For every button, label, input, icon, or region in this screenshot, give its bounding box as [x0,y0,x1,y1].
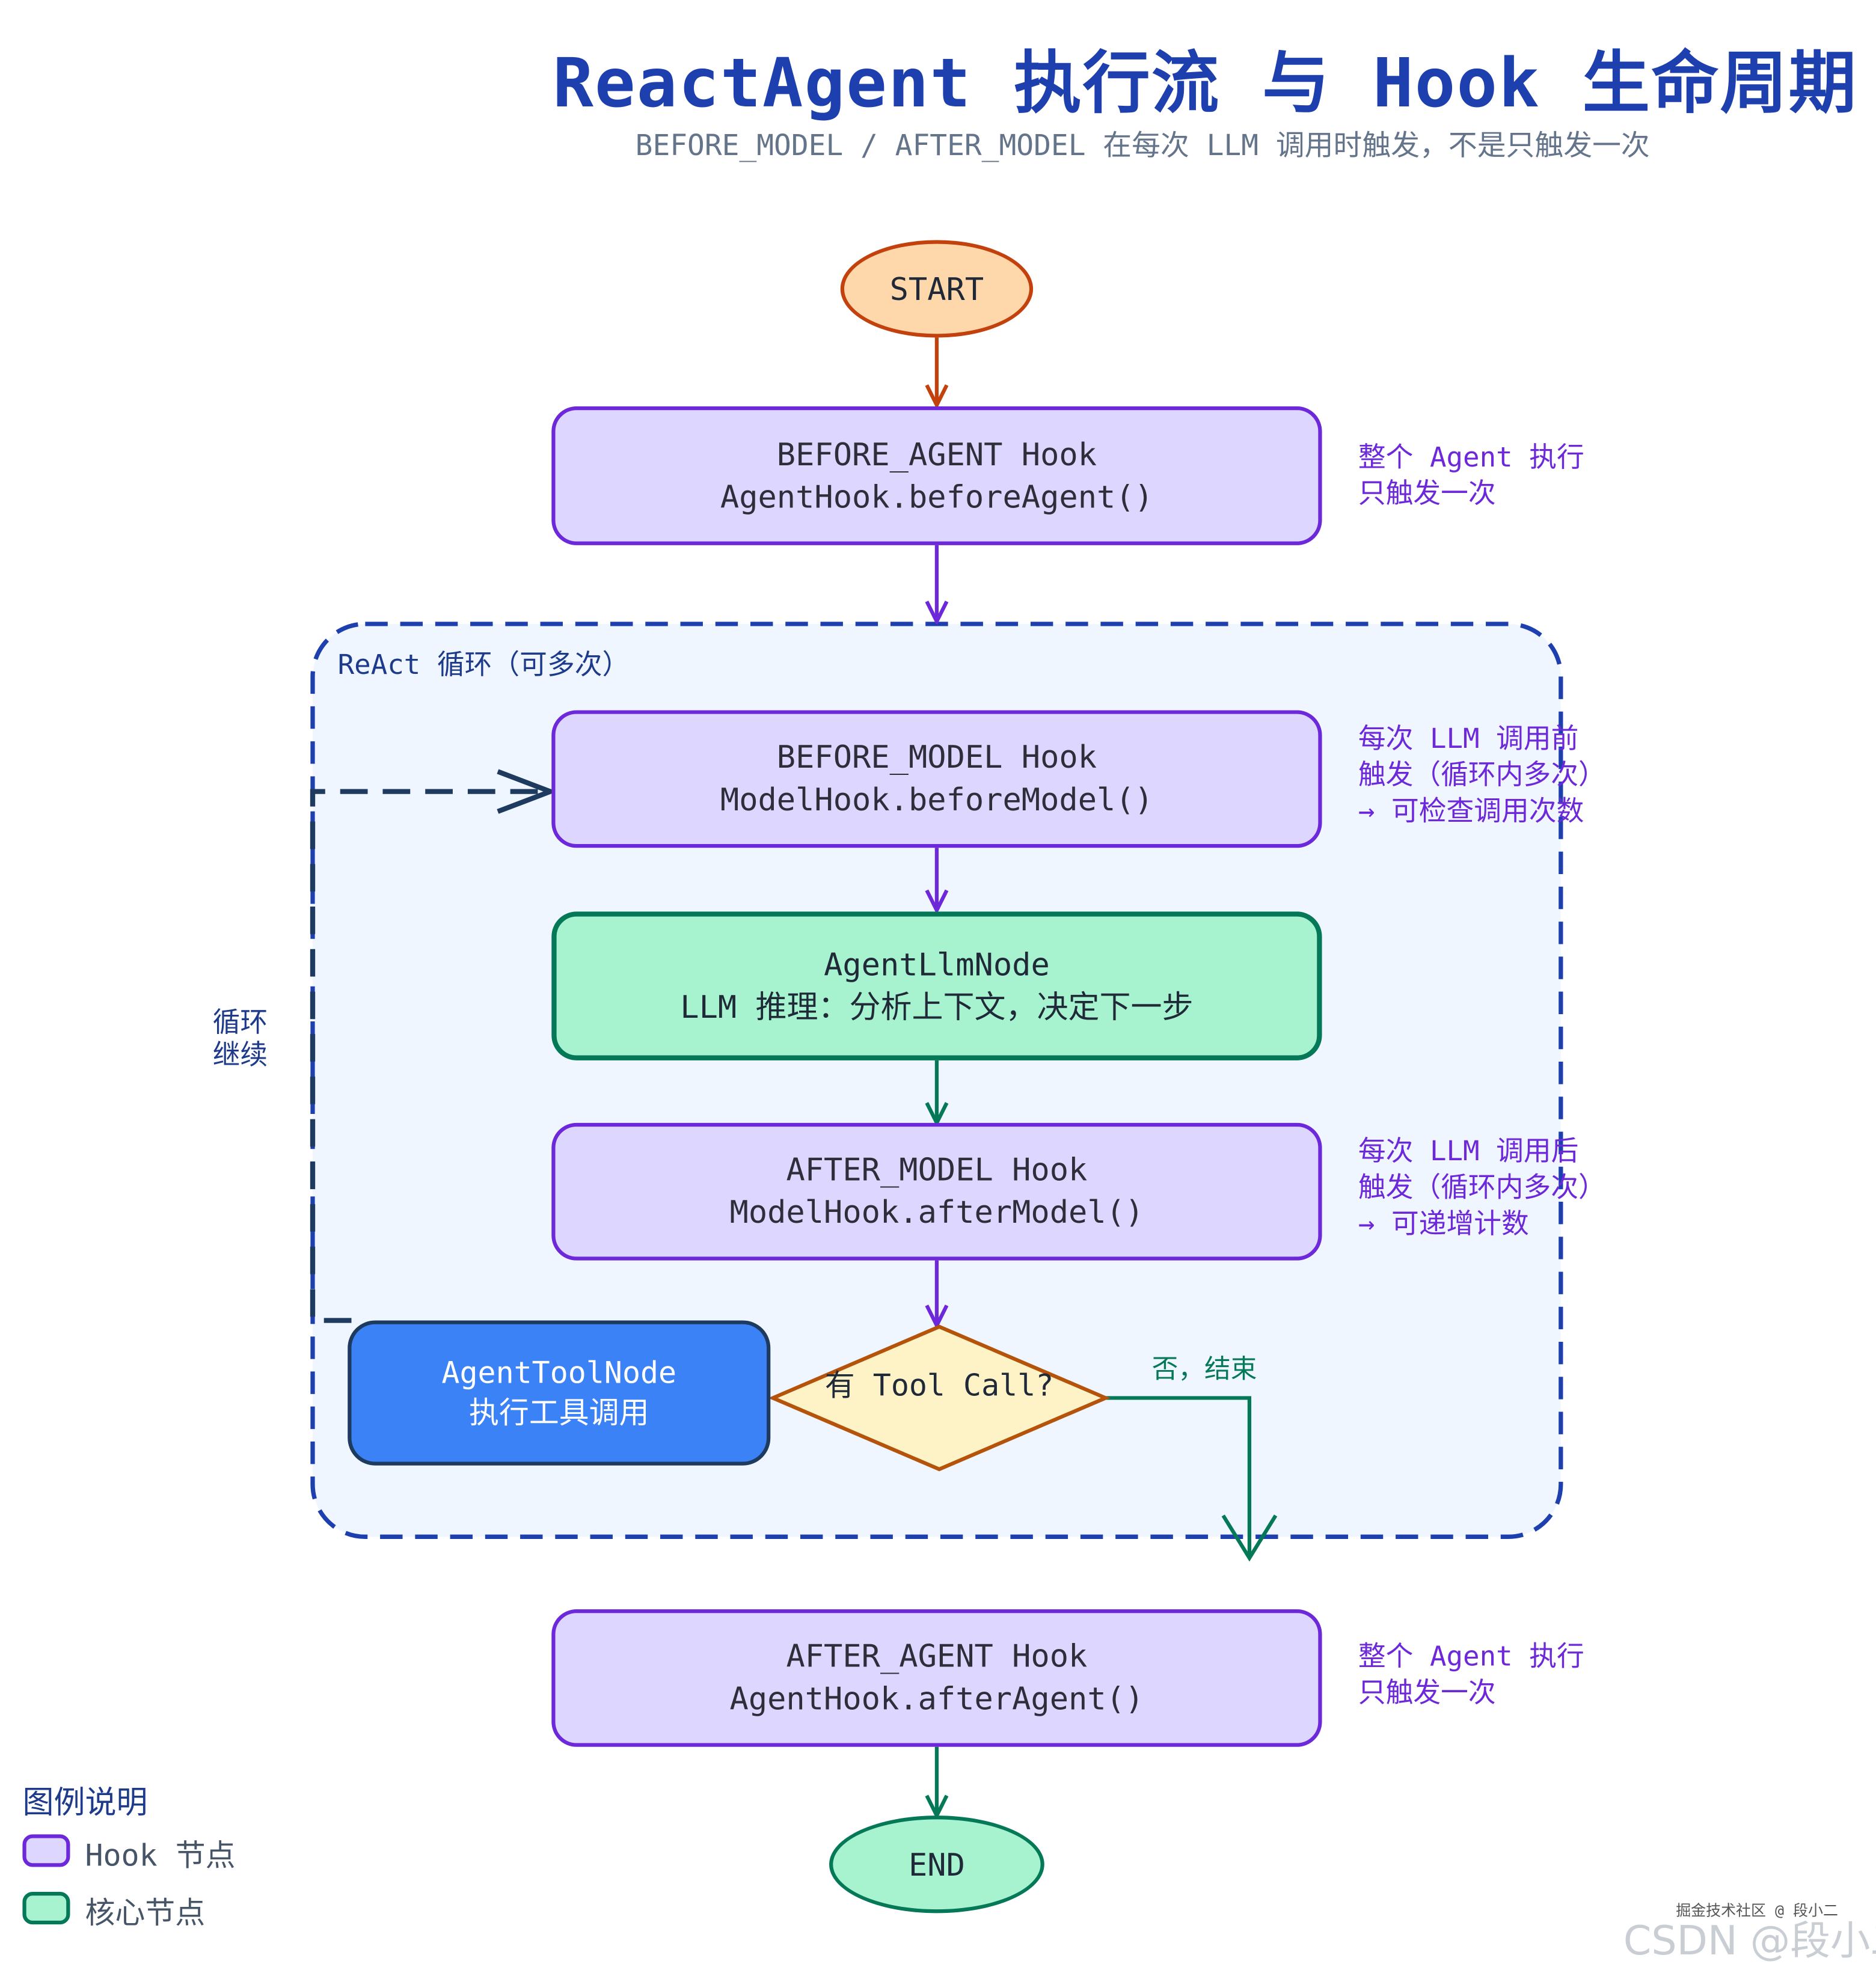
before-agent-method: AgentHook.beforeAgent() [720,478,1153,515]
before-agent-note-line: 只触发一次 [1358,479,1496,510]
before-model-method: ModelHook.beforeModel() [720,782,1153,818]
start-label: START [889,271,984,307]
legend-hook-label: Hook 节点 [85,1838,236,1873]
loop-continue-line: 循环 [212,1008,268,1039]
legend-hook-swatch [22,1834,70,1867]
tool-node-desc: 执行工具调用 [469,1395,649,1431]
before-model-note-line: 每次 LLM 调用前 [1358,724,1579,756]
before-agent-hook-node: BEFORE_AGENT Hook AgentHook.beforeAgent(… [551,406,1322,545]
before-agent-title: BEFORE_AGENT Hook [776,436,1097,473]
before-model-note: 每次 LLM 调用前 触发（循环内多次） → 可检查调用次数 [1358,721,1606,830]
decision-diamond [768,1324,1111,1472]
agent-llm-node: AgentLlmNode LLM 推理：分析上下文，决定下一步 [551,911,1322,1060]
before-model-note-line: 触发（循环内多次） [1358,760,1606,792]
page-title: ReactAgent 执行流 与 Hook 生命周期 [553,43,1858,123]
after-agent-hook-node: AFTER_AGENT Hook AgentHook.afterAgent() [551,1609,1322,1747]
after-model-note-line: 每次 LLM 调用后 [1358,1136,1579,1168]
start-node: START [840,240,1034,338]
juejin-watermark: 掘金技术社区 @ 段小二 [1676,1901,1838,1920]
loop-continue-line: 继续 [212,1041,268,1072]
after-model-note: 每次 LLM 调用后 触发（循环内多次） → 可递增计数 [1358,1134,1606,1243]
after-model-note-line: → 可递增计数 [1358,1209,1529,1241]
loop-continue-label: 循环 继续 [213,1008,268,1074]
after-model-note-line: 触发（循环内多次） [1358,1173,1606,1205]
page-subtitle: BEFORE_MODEL / AFTER_MODEL 在每次 LLM 调用时触发… [635,130,1650,163]
before-agent-note-line: 整个 Agent 执行 [1358,442,1584,474]
no-branch-label: 否，结束 [1151,1354,1257,1384]
after-agent-note-line: 整个 Agent 执行 [1358,1642,1584,1674]
llm-node-desc: LLM 推理：分析上下文，决定下一步 [680,988,1194,1025]
arrow-decision-no-branch [1105,1396,1278,1562]
before-model-hook-node: BEFORE_MODEL Hook ModelHook.beforeModel(… [551,710,1322,848]
llm-node-title: AgentLlmNode [824,946,1050,983]
end-label: END [908,1846,965,1883]
csdn-watermark: CSDN @段小二 [1623,1917,1876,1965]
legend-core-label: 核心节点 [85,1895,206,1931]
after-model-method: ModelHook.afterModel() [729,1194,1144,1231]
after-agent-note-line: 只触发一次 [1358,1678,1496,1710]
before-model-note-line: → 可检查调用次数 [1358,797,1584,828]
after-agent-note: 整个 Agent 执行 只触发一次 [1358,1639,1584,1712]
after-agent-method: AgentHook.afterAgent() [729,1680,1144,1717]
arrow-loop-continue [310,792,550,1323]
agent-tool-node: AgentToolNode 执行工具调用 [348,1320,771,1466]
legend-title: 图例说明 [22,1784,148,1821]
tool-node-title: AgentToolNode [441,1354,677,1390]
react-loop-label: ReAct 循环（可多次） [337,650,630,682]
legend-core-swatch [22,1892,70,1925]
decision-label: 有 Tool Call? [824,1368,1054,1403]
before-model-title: BEFORE_MODEL Hook [776,739,1097,776]
before-agent-note: 整个 Agent 执行 只触发一次 [1358,440,1584,513]
after-agent-title: AFTER_AGENT Hook [786,1638,1088,1675]
end-node: END [829,1816,1044,1913]
after-model-hook-node: AFTER_MODEL Hook ModelHook.afterModel() [551,1122,1322,1261]
after-model-title: AFTER_MODEL Hook [786,1152,1088,1188]
